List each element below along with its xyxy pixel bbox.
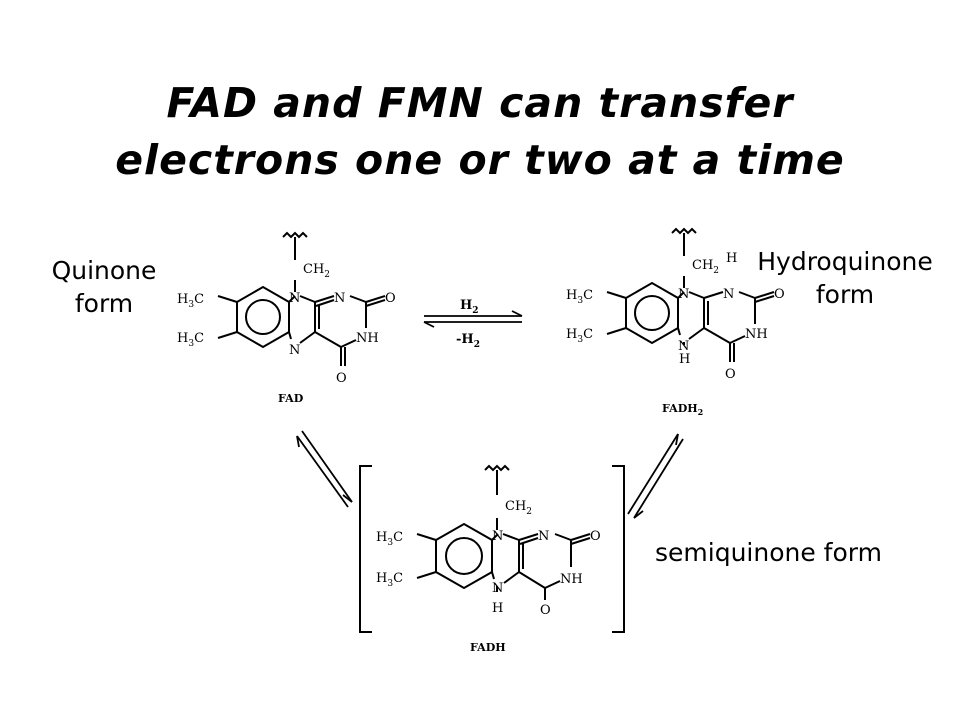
fadh-h5: H	[492, 601, 503, 616]
quinone-label-line-2: form	[74, 289, 134, 318]
fadh-o2: O	[590, 529, 601, 544]
fad-nh3: NH	[356, 331, 379, 346]
fad-n1: N	[334, 291, 345, 306]
fad-methyl-top: H3C	[177, 292, 204, 310]
fadh-ch-label: CH2	[505, 499, 532, 517]
fad-structure	[217, 231, 386, 366]
fadh-ribityl-wavy	[484, 464, 510, 472]
quinone-form-label: Quinone form	[44, 254, 164, 320]
fadh-nh3: NH	[560, 572, 583, 587]
fad-ch-label: CH2	[303, 262, 330, 280]
fad-n10: N	[289, 291, 300, 306]
fadh-name: FADH	[470, 641, 506, 654]
fadh-methyl-top: H3C	[376, 530, 403, 548]
fadh2-ch-label: CH2	[692, 258, 719, 276]
fadh-n1: N	[538, 529, 549, 544]
fadh-n5: N	[492, 581, 503, 596]
fad-o4: O	[336, 371, 347, 386]
fad-methyl-bottom: H3C	[177, 331, 204, 349]
reverse-reagent-label: -H2	[456, 332, 480, 350]
fadh2-o4: O	[725, 367, 736, 382]
left-bracket	[359, 465, 372, 633]
semiquinone-label-text: semiquinone form	[655, 538, 882, 567]
fadh2-h5: H	[679, 352, 690, 367]
forward-reagent-label: H2	[460, 298, 479, 316]
fadh2-n1: N	[723, 287, 734, 302]
quinone-semiquinone-equilibrium-arrow	[296, 430, 353, 508]
fadh2-o2: O	[774, 287, 785, 302]
hydroquinone-label-line-2: form	[815, 280, 875, 309]
quinone-hydroquinone-equilibrium-arrow	[423, 310, 523, 328]
fad-benzene-ring	[236, 285, 290, 349]
title-line-1: FAD and FMN can transfer	[166, 79, 794, 127]
fadh2-benzene-ring	[625, 281, 679, 345]
semiquinone-form-label: semiquinone form	[655, 536, 925, 569]
fad-o2: O	[385, 291, 396, 306]
fadh2-h1: H	[726, 251, 737, 266]
fadh-o4: O	[540, 603, 551, 618]
fadh-n10: N	[492, 529, 503, 544]
fadh2-structure	[606, 227, 775, 362]
fadh2-name: FADH2	[662, 402, 703, 417]
slide-title: FAD and FMN can transfer electrons one o…	[60, 75, 900, 189]
fadh2-methyl-top: H3C	[566, 288, 593, 306]
fadh2-ribityl-wavy	[671, 227, 697, 235]
fad-name: FAD	[278, 392, 304, 405]
fadh-structure	[359, 464, 625, 633]
hydroquinone-label-line-1: Hydroquinone	[757, 247, 933, 276]
fadh2-n5: N	[678, 339, 689, 354]
fadh-methyl-bottom: H3C	[376, 571, 403, 589]
quinone-label-line-1: Quinone	[51, 256, 157, 285]
fad-n5: N	[289, 343, 300, 358]
right-bracket	[612, 465, 625, 633]
title-line-2: electrons one or two at a time	[115, 136, 845, 184]
fad-ribityl-wavy	[282, 231, 308, 239]
fadh2-nh3: NH	[745, 327, 768, 342]
fadh2-n10: N	[678, 287, 689, 302]
hydroquinone-form-label: Hydroquinone form	[736, 245, 954, 311]
fadh-benzene-ring	[435, 522, 493, 590]
fadh2-methyl-bottom: H3C	[566, 327, 593, 345]
semiquinone-hydroquinone-equilibrium-arrow	[627, 433, 684, 519]
